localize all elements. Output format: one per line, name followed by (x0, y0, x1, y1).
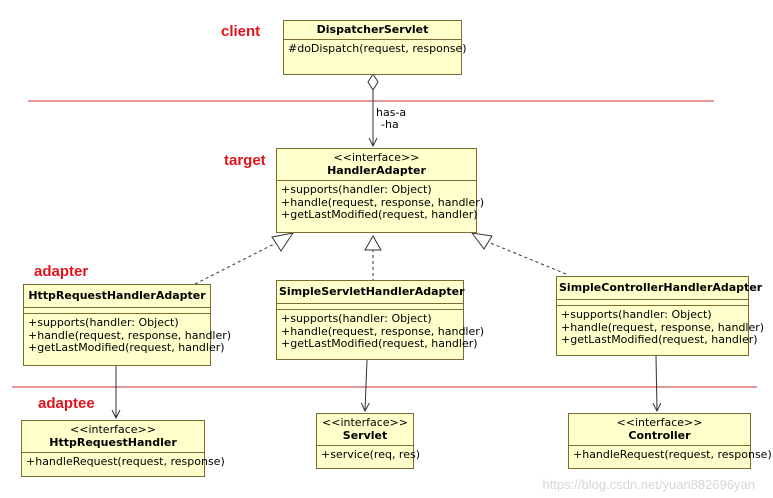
class-name: HandlerAdapter (327, 164, 426, 177)
role-label-adaptee: adaptee (38, 395, 95, 412)
operation: +supports(handler: Object) (28, 316, 179, 329)
operation: +handleRequest(request, response) (573, 448, 772, 461)
class-http-request-handler-adapter[interactable]: HttpRequestHandlerAdapter +supports(hand… (23, 284, 232, 366)
realization-line-controller (487, 241, 567, 275)
operation: +supports(handler: Object) (281, 312, 432, 325)
realization-line-http (194, 239, 283, 285)
realization-triangle-controller (470, 232, 493, 250)
operation: +getLastModified(request, handler) (28, 341, 225, 354)
class-servlet[interactable]: <<interface>> Servlet +service(req, res) (316, 413, 421, 469)
association-line-servlet (365, 359, 367, 411)
operation: +service(req, res) (321, 448, 421, 461)
operation: +getLastModified(request, handler) (281, 337, 478, 350)
class-name: SimpleServletHandlerAdapter (279, 285, 465, 298)
attribute-compartment (277, 303, 463, 309)
attribute-compartment (24, 307, 210, 313)
operation: +handle(request, response, handler) (28, 328, 232, 342)
class-name: HttpRequestHandler (49, 436, 177, 449)
has-a-label-line1: has-a (376, 106, 407, 119)
class-name: HttpRequestHandlerAdapter (28, 289, 206, 302)
has-a-label: has-a -ha (376, 107, 406, 131)
operation: +supports(handler: Object) (561, 308, 712, 321)
class-dispatcher-servlet[interactable]: DispatcherServlet #doDispatch(request, r… (283, 20, 467, 75)
class-controller[interactable]: <<interface>> Controller +handleRequest(… (568, 413, 772, 469)
class-name: Servlet (342, 429, 388, 442)
operation: #doDispatch(request, response) (288, 42, 467, 55)
class-simple-servlet-handler-adapter[interactable]: SimpleServletHandlerAdapter +supports(ha… (276, 280, 485, 360)
class-handler-adapter[interactable]: <<interface>> HandlerAdapter +supports(h… (276, 148, 485, 233)
operation: +getLastModified(request, handler) (561, 333, 758, 346)
class-name: Controller (628, 429, 691, 442)
has-a-label-line2: -ha (381, 118, 399, 131)
operation: +getLastModified(request, handler) (281, 208, 478, 221)
attribute-compartment (557, 299, 748, 305)
operation: +handleRequest(request, response) (26, 455, 225, 468)
class-simple-controller-handler-adapter[interactable]: SimpleControllerHandlerAdapter +supports… (556, 276, 765, 356)
role-label-client: client (221, 23, 261, 40)
operation: +supports(handler: Object) (281, 183, 432, 196)
watermark: https://blog.csdn.net/yuan882696yan (542, 477, 756, 492)
stereotype: <<interface>> (333, 151, 420, 164)
operation: +handle(request, response, handler) (281, 195, 485, 209)
stereotype: <<interface>> (616, 416, 703, 429)
class-http-request-handler[interactable]: <<interface>> HttpRequestHandler +handle… (21, 420, 225, 477)
realization-triangle-http (271, 232, 295, 252)
realization-connectors (194, 232, 567, 285)
stereotype: <<interface>> (322, 416, 408, 429)
operation: +handle(request, response, handler) (281, 324, 485, 338)
association-line-controller (656, 355, 657, 411)
stereotype: <<interface>> (70, 423, 156, 436)
role-label-target: target (224, 152, 266, 169)
aggregation-diamond (367, 73, 379, 91)
operation: +handle(request, response, handler) (561, 320, 765, 334)
aggregation-connector (367, 73, 379, 146)
class-name: SimpleControllerHandlerAdapter (559, 281, 763, 294)
role-label-adapter: adapter (34, 263, 89, 280)
class-name: DispatcherServlet (316, 23, 429, 36)
association-connectors (116, 355, 657, 418)
realization-triangle-servlet (364, 234, 382, 251)
